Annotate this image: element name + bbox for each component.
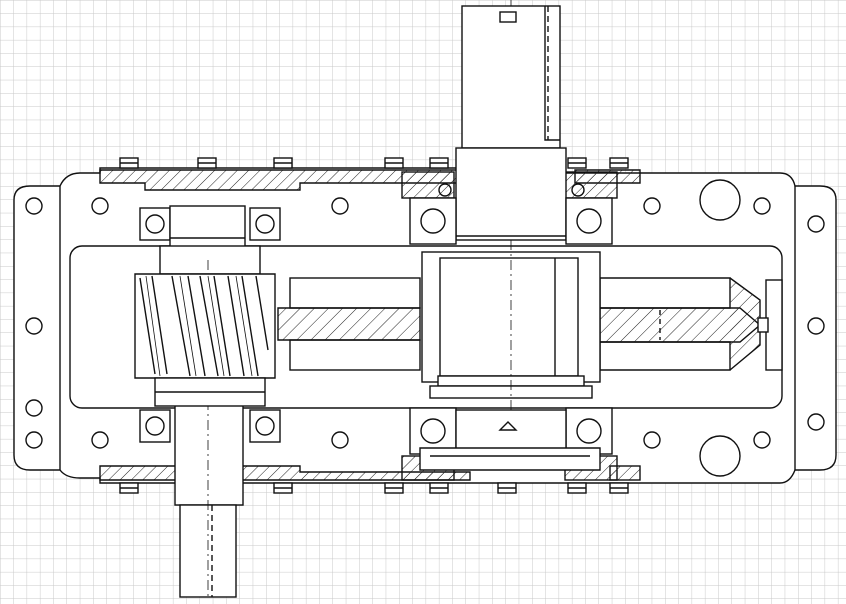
lower-cover — [419, 447, 601, 471]
worm-shaft — [159, 205, 261, 600]
bottom-bolts — [119, 482, 629, 494]
worm-thread — [134, 273, 276, 407]
output-shaft — [455, 5, 567, 241]
left-bearings — [139, 207, 281, 443]
worm-wheel — [277, 277, 762, 371]
flange-holes — [25, 179, 825, 477]
output-bearings — [409, 183, 613, 455]
top-bolts — [119, 157, 629, 169]
right-end-cap — [757, 279, 783, 371]
output-hub — [421, 0, 601, 460]
